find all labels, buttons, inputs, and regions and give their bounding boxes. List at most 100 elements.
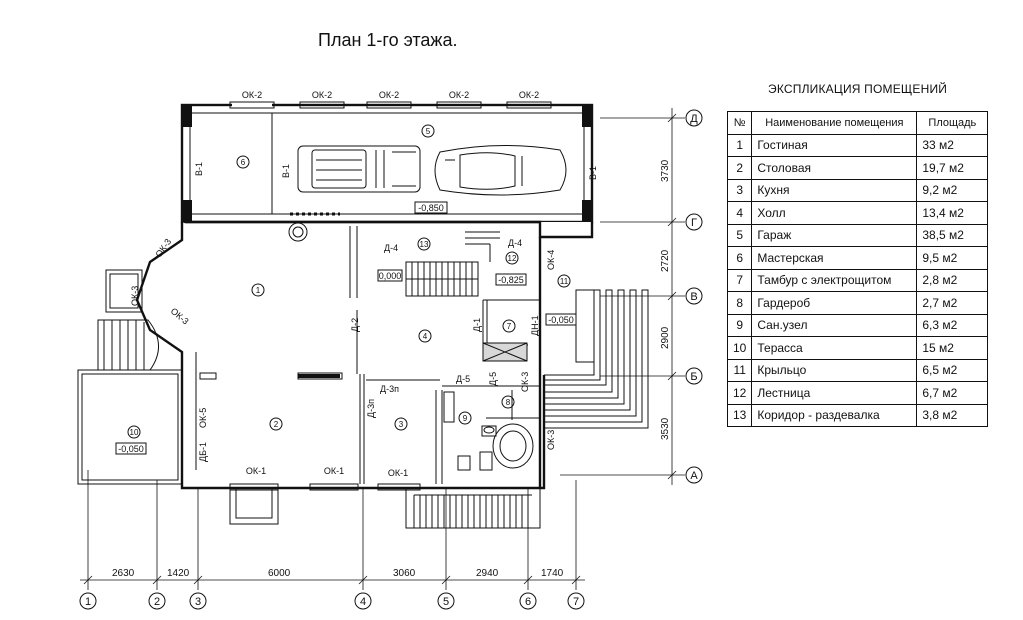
door-label-5: ДН-1	[530, 315, 540, 336]
level-hall: 0,000	[379, 271, 402, 281]
door-label-7: Д-5	[488, 372, 498, 386]
room-tag-11: 11	[560, 277, 569, 286]
room-tag-5: 5	[426, 127, 431, 136]
left-terrace	[77, 269, 183, 485]
dim-right-4: 3530	[660, 417, 671, 440]
garage-block	[180, 103, 594, 224]
row-area: 33 м2	[916, 133, 989, 157]
room-tag-12: 12	[508, 254, 517, 263]
top-windows	[229, 101, 552, 109]
door-label-2: Д-4	[508, 238, 522, 248]
row-number: 11	[726, 358, 753, 382]
room-tag-2: 2	[274, 420, 279, 429]
service-shaft	[482, 342, 528, 362]
row-room-name: Лестница	[751, 381, 918, 405]
axis-label-2: 2	[154, 596, 160, 608]
row-room-name: Мастерская	[751, 246, 918, 270]
dim-bottom-1: 2630	[112, 568, 135, 579]
inner-staircase	[405, 231, 500, 297]
axis-label-7: 7	[573, 596, 579, 608]
row-number: 4	[726, 201, 753, 225]
room-tag-6: 6	[241, 158, 246, 167]
right-porch-steps	[544, 289, 649, 429]
row-room-name: Кухня	[751, 178, 918, 202]
room-tags	[127, 124, 571, 439]
row-number: 2	[726, 156, 753, 180]
dim-right-3: 2900	[660, 326, 671, 349]
axis-bubbles-bottom	[79, 592, 585, 610]
row-number: 6	[726, 246, 753, 270]
car-sedan-icon	[434, 144, 567, 196]
row-room-name: Тамбур с электрощитом	[751, 268, 918, 292]
window-bottom-1: ОК-1	[246, 466, 266, 476]
window-right-3: ОК-3	[546, 430, 556, 450]
row-room-name: Гараж	[751, 223, 918, 247]
bathroom-fixtures	[443, 391, 534, 471]
row-area: 6,7 м2	[916, 381, 989, 405]
level-terrace: -0,050	[118, 444, 144, 454]
axis-label-4: 4	[360, 596, 366, 608]
row-area: 9,5 м2	[916, 246, 989, 270]
axis-label-5: 5	[443, 596, 449, 608]
room-tag-10: 10	[130, 428, 139, 437]
bottom-dimension-line	[80, 575, 585, 585]
dim-bottom-3: 6000	[268, 568, 291, 579]
axis-label-6: 6	[525, 596, 531, 608]
window-top-3: ОК-2	[379, 90, 399, 100]
garage-wall-label-1: В-1	[194, 162, 204, 176]
door-label-3: Д-2	[350, 318, 360, 332]
window-top-2: ОК-2	[312, 90, 332, 100]
axis-bubbles-right	[685, 109, 703, 484]
dim-bottom-5: 2940	[476, 568, 499, 579]
axis-label-3: 3	[195, 596, 201, 608]
plan-title: План 1-го этажа.	[318, 30, 458, 50]
level-staircase: -0,825	[498, 275, 524, 285]
row-area: 2,8 м2	[916, 268, 989, 292]
room-tag-3: 3	[399, 420, 404, 429]
row-room-name: Сан.узел	[751, 313, 918, 337]
window-right-1: ОК-4	[546, 250, 556, 270]
door-label-1: Д-4	[384, 243, 398, 253]
row-room-name: Столовая	[751, 156, 918, 180]
row-number: 8	[726, 291, 753, 315]
room-tag-9: 9	[463, 414, 468, 423]
window-bottom-2: ОК-1	[324, 466, 344, 476]
row-room-name: Коридор - раздевалка	[751, 403, 918, 427]
level-porch: -0,050	[548, 315, 574, 325]
dim-right-1: 3730	[660, 159, 671, 182]
garage-wall-label-2: В-1	[281, 164, 291, 178]
garage-wall-label-3: В-1	[588, 166, 598, 180]
window-top-5: ОК-2	[519, 90, 539, 100]
bottom-windows	[229, 483, 421, 491]
door-label-9: Д-3п	[366, 399, 376, 418]
window-right-2: ОК-3	[520, 372, 530, 392]
room-tag-13: 13	[420, 240, 429, 249]
row-area: 19,7 м2	[916, 156, 989, 180]
window-left-4: ОК-5	[198, 408, 208, 428]
dim-right-2: 2720	[660, 249, 671, 272]
window-bottom-3: ОК-1	[388, 468, 408, 478]
axis-label-v: В	[690, 291, 697, 303]
row-room-name: Гардероб	[751, 291, 918, 315]
door-label-8: Д-3п	[380, 384, 399, 394]
row-number: 13	[726, 403, 753, 427]
row-room-name: Терасса	[751, 336, 918, 360]
window-top-4: ОК-2	[449, 90, 469, 100]
door-label-4: Д-1	[472, 318, 482, 332]
window-left-2: ОК-3	[130, 286, 140, 306]
row-area: 9,2 м2	[916, 178, 989, 202]
level-garage: -0,850	[418, 203, 444, 213]
row-area: 38,5 м2	[916, 223, 989, 247]
axis-label-1: 1	[85, 596, 91, 608]
dim-bottom-6: 1740	[541, 568, 564, 579]
row-room-name: Крыльцо	[751, 358, 918, 382]
